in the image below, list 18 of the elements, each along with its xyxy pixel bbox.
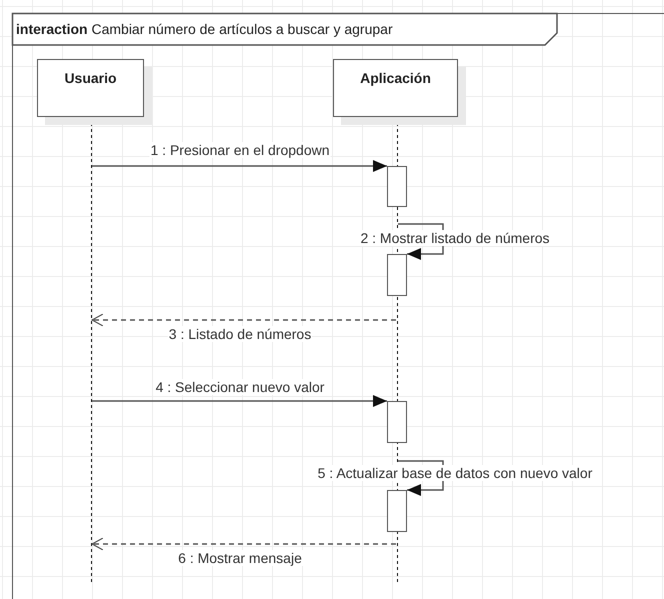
edge-label: 4 : Seleccionar nuevo valor (154, 379, 326, 395)
activation-bar (387, 490, 407, 532)
edge-label: 3 : Listado de números (168, 326, 312, 342)
message-arrow (92, 314, 396, 326)
message-arrow (92, 160, 387, 172)
edge-label: 1 : Presionar en el dropdown (150, 142, 330, 158)
edge-label: 2 : Mostrar listado de números (359, 230, 551, 246)
interaction-frame (12, 13, 664, 599)
edge-label: 6 : Mostrar mensaje (177, 550, 303, 566)
participant-name: Aplicación (360, 70, 431, 88)
message-arrow (92, 395, 387, 407)
participant-name: Usuario (64, 70, 117, 88)
edge-label: 5 : Actualizar base de datos con nuevo valor (316, 465, 594, 481)
activation-bar (387, 254, 407, 296)
activation-bar (387, 166, 407, 207)
message-arrow (92, 538, 396, 550)
activation-bar (387, 401, 407, 443)
frame-title: interaction Cambiar número de artículos a buscar y agrupar (16, 21, 393, 37)
